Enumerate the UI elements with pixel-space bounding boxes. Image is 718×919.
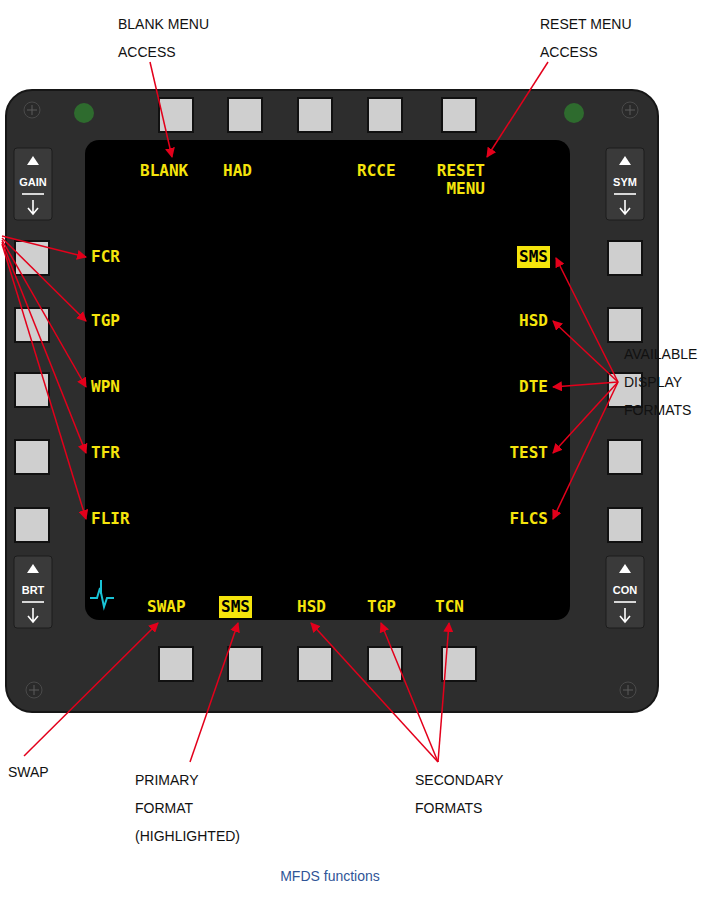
callout-label: BLANK MENU ACCESS (118, 10, 222, 66)
status-symbol (90, 580, 114, 607)
rocker-underline (614, 193, 636, 195)
screw-slot (623, 685, 633, 695)
format-label: FCR (91, 248, 120, 266)
format-label: WPN (91, 378, 120, 396)
format-label: TGP (91, 312, 120, 330)
indicator-light (564, 103, 584, 123)
rocker-label: CON (603, 581, 647, 599)
bezel-button (298, 98, 332, 132)
indicator-light (74, 103, 94, 123)
rocker-label: BRT (11, 581, 55, 599)
bezel-button (15, 440, 49, 474)
display-screen (85, 140, 570, 620)
format-label: BLANK (140, 162, 188, 180)
format-label: SWAP (147, 598, 186, 616)
bezel-button (368, 647, 402, 681)
bezel-button (608, 508, 642, 542)
format-label: DTE (519, 378, 548, 396)
bezel-button (15, 373, 49, 407)
down-arrow (620, 608, 630, 622)
bezel-button (608, 241, 642, 275)
highlighted-format: SMS (219, 596, 252, 618)
rocker-switch: SYM (603, 173, 647, 191)
screw (26, 682, 42, 698)
format-label: HAD (223, 162, 252, 180)
bezel-button (15, 508, 49, 542)
rocker-underline (22, 601, 44, 603)
callout-label: RESET MENU ACCESS (540, 10, 644, 66)
leader-arrow (381, 623, 438, 762)
format-label: RCCE (357, 162, 396, 180)
screw (622, 102, 638, 118)
leader-arrow (2, 240, 86, 387)
leader-arrow (2, 238, 86, 321)
rocker-switch: CON (603, 581, 647, 599)
leader-arrow (553, 382, 618, 453)
down-arrow (620, 200, 630, 214)
leader-arrow (487, 62, 548, 157)
bezel-button (159, 98, 193, 132)
primary-format-label: SMS (221, 598, 250, 616)
format-label: FLIR (91, 510, 130, 528)
bezel-button (608, 308, 642, 342)
format-label: TCN (435, 598, 464, 616)
screw-slot (625, 105, 635, 115)
screw (24, 102, 40, 118)
format-label: HSD (297, 598, 326, 616)
callout-label: SECONDARY FORMATS (415, 766, 527, 822)
leader-arrow (2, 236, 86, 257)
screw (620, 682, 636, 698)
bezel-button (442, 98, 476, 132)
leader-arrow (553, 382, 618, 519)
bezel-button (608, 440, 642, 474)
screw-slot (27, 105, 37, 115)
highlighted-format: SMS (517, 246, 550, 268)
leader-arrow (2, 244, 86, 519)
down-arrow (28, 200, 38, 214)
rocker-label: GAIN (11, 173, 55, 191)
up-triangle (27, 156, 39, 165)
callout-label: PRIMARY FORMAT (HIGHLIGHTED) (135, 766, 259, 850)
leader-arrow (311, 623, 438, 762)
up-triangle (619, 564, 631, 573)
bezel-button (159, 647, 193, 681)
up-triangle (619, 156, 631, 165)
up-triangle (27, 564, 39, 573)
format-label: RESET MENU (421, 162, 485, 198)
rocker-switch: GAIN (11, 173, 55, 191)
leader-arrow (150, 62, 172, 157)
leader-arrow (2, 242, 86, 453)
format-label: HSD (519, 312, 548, 330)
display-screen: BLANK HAD RCCE RESET MENU FCR TGP WPN TFR FLIR HS… (85, 140, 570, 620)
callout-label: AVAILABLE DISPLAY FORMATS (624, 340, 716, 424)
format-label: FLCS (509, 510, 548, 528)
format-label: TFR (91, 444, 120, 462)
bezel-button (228, 98, 262, 132)
rocker-switch: BRT (11, 581, 55, 599)
leader-arrow (553, 321, 618, 382)
callout-label: SWAP (8, 758, 68, 786)
figure-caption: MFDS functions (180, 866, 480, 886)
primary-format-label: SMS (519, 248, 548, 266)
rocker-underline (22, 193, 44, 195)
bezel-button (298, 647, 332, 681)
bezel-button (368, 98, 402, 132)
format-label: TEST (509, 444, 548, 462)
rocker-underline (614, 601, 636, 603)
leader-arrow (438, 623, 449, 762)
mfd-bezel (6, 90, 658, 712)
down-arrow (28, 608, 38, 622)
leader-arrow (553, 382, 618, 387)
leader-arrow (24, 623, 158, 756)
leader-arrow (556, 258, 618, 382)
bezel-button (228, 647, 262, 681)
format-label: TGP (367, 598, 396, 616)
leader-arrow (190, 623, 238, 762)
rocker-label: SYM (603, 173, 647, 191)
screw-slot (29, 685, 39, 695)
